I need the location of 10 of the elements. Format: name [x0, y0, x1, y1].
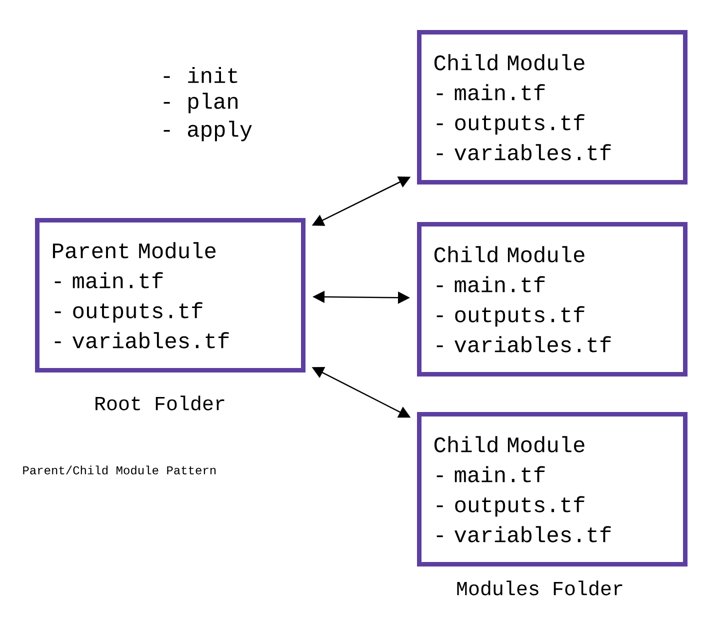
module-box: Child Module - main.tf - outputs.tf - variables.tf: [417, 30, 688, 184]
module-box: Child Module - main.tf - outputs.tf - variables.tf: [417, 412, 688, 566]
folder-label: Modules Folder: [457, 580, 622, 596]
module-box: Parent Module - main.tf - outputs.tf - variables.tf: [35, 218, 306, 372]
command-label: - init: [164, 66, 238, 84]
caption: Parent/Child Module Pattern: [23, 466, 216, 474]
folder-label: Root Folder: [96, 396, 224, 410]
module-box: Child Module - main.tf - outputs.tf - variables.tf: [417, 222, 688, 376]
command-label: - plan: [164, 92, 238, 114]
command-label: - apply: [164, 120, 252, 142]
